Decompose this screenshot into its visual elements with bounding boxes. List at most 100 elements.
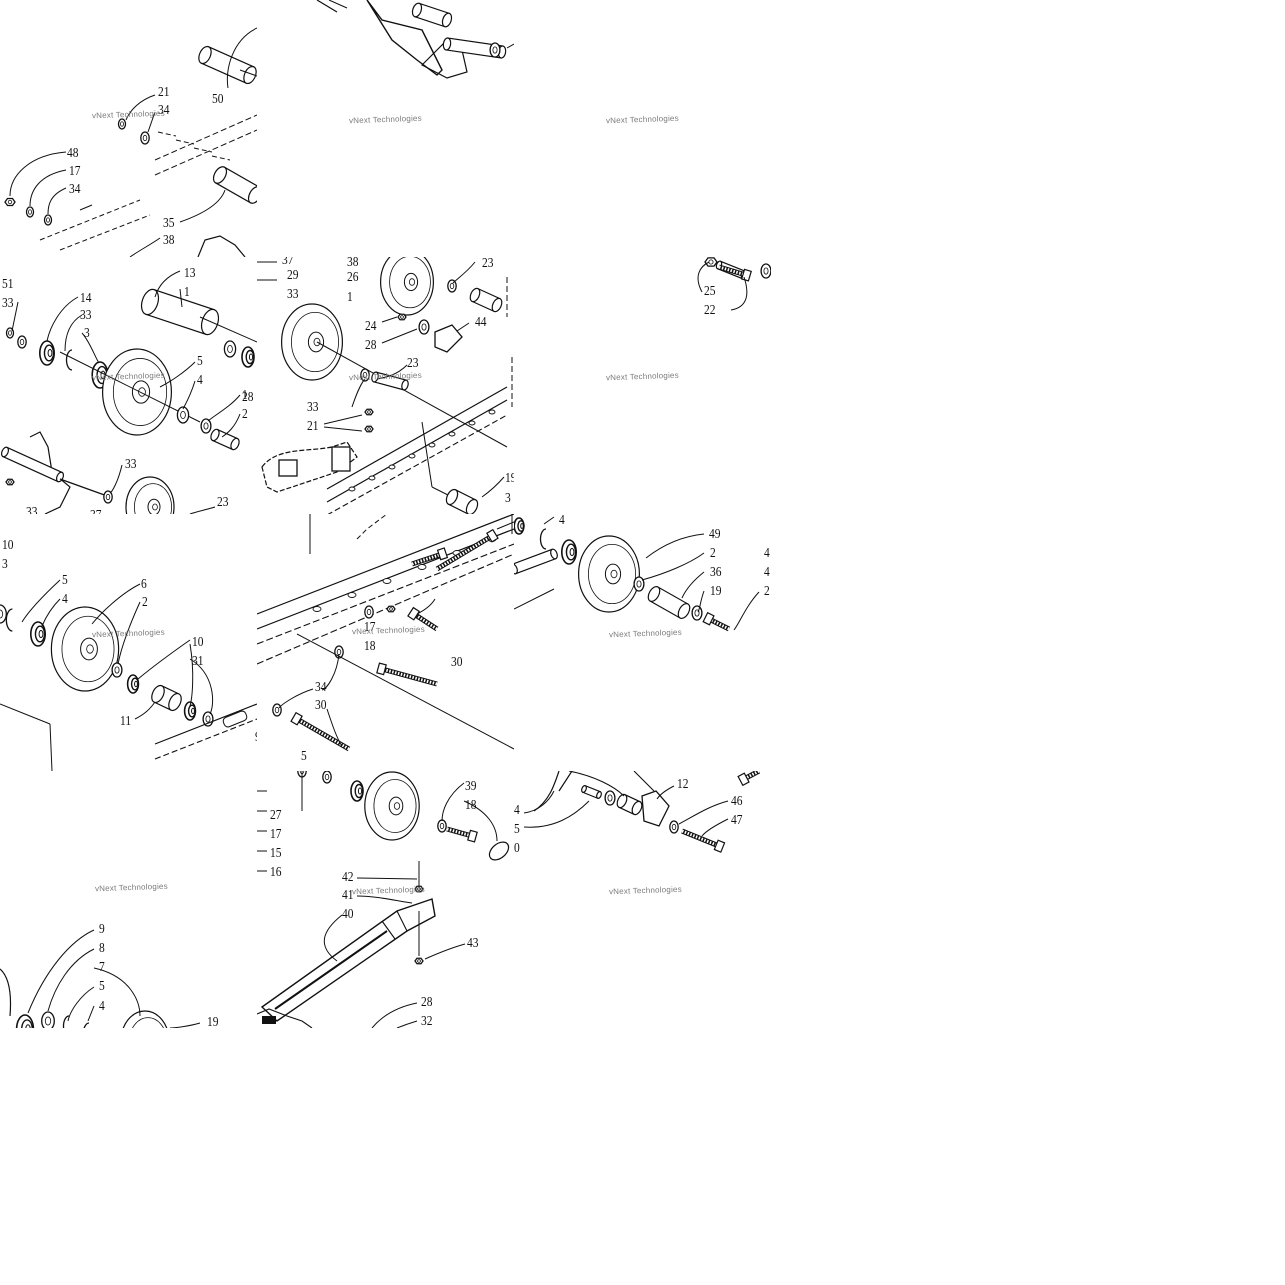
part-number-callout: 5 [62, 573, 68, 588]
exploded-view-drawing [316, 0, 514, 79]
diagram-tile-t01: vNext Technologies [257, 0, 514, 257]
part-number-callout: 6 [141, 577, 147, 592]
exploded-view-drawing [257, 257, 513, 514]
part-number-callout: 44 [475, 315, 487, 330]
exploded-view-drawing [514, 516, 760, 632]
part-number-callout: 18 [364, 639, 376, 654]
part-number-callout: 16 [270, 865, 282, 880]
part-number-callout: 1 [184, 285, 190, 300]
part-number-callout: 37 [282, 257, 294, 268]
part-number-callout: 27 [270, 808, 282, 823]
part-number-callout: 2 [142, 595, 148, 610]
part-number-callout: 18 [465, 798, 477, 813]
part-number-callout: 14 [80, 291, 92, 306]
part-number-callout: 24 [365, 319, 377, 334]
part-number-callout: 33 [287, 287, 299, 302]
part-number-callout: 8 [99, 941, 105, 956]
part-number-callout: 29 [287, 268, 299, 283]
exploded-view-drawing [257, 514, 514, 752]
exploded-view-drawing [4, 27, 257, 257]
part-number-callout: 1 [347, 290, 353, 305]
part-number-callout: 21 [307, 419, 319, 434]
part-number-callout: 10 [192, 635, 204, 650]
part-number-callout: 7 [99, 960, 105, 975]
part-number-callout: 23 [407, 356, 419, 371]
diagram-tile-t20: 10356421031119vNext Technologies [0, 514, 257, 771]
diagram-tile-t10: 51331413133354123323333728vNext Technolo… [0, 257, 257, 514]
part-number-callout: 4 [559, 514, 565, 528]
part-number-callout: 39 [465, 779, 477, 794]
part-number-callout: 3 [2, 557, 8, 572]
part-number-callout: 4 [99, 999, 105, 1014]
part-number-callout: 50 [212, 92, 224, 107]
exploded-view-drawing [0, 270, 257, 514]
part-number-callout: 38 [163, 233, 175, 248]
part-number-callout: 28 [365, 338, 377, 353]
part-number-callout: 38 [347, 257, 359, 270]
part-number-callout: 32 [421, 1014, 433, 1029]
part-number-callout: 3 [84, 326, 90, 341]
part-number-callout: 15 [270, 846, 282, 861]
part-number-callout: 28 [242, 390, 254, 405]
exploded-view-drawing [257, 771, 510, 1028]
part-number-callout: 22 [704, 303, 716, 318]
part-number-callout: 2 [764, 584, 770, 599]
diagram-tile-t02: vNext Technologies [514, 0, 771, 257]
exploded-view-drawing [514, 0, 771, 257]
part-number-callout: 2 [242, 407, 248, 422]
part-number-callout: 30 [451, 655, 463, 670]
part-number-callout: 12 [677, 777, 689, 792]
part-number-callout: 33 [80, 308, 92, 323]
part-number-callout: 35 [163, 216, 175, 231]
exploded-view-drawing [0, 929, 201, 1028]
part-number-callout: 26 [347, 270, 359, 285]
part-number-callout: 40 [342, 907, 354, 922]
part-number-callout: 43 [467, 936, 479, 951]
part-number-callout: 33 [2, 296, 14, 311]
part-number-callout: 28 [421, 995, 433, 1010]
part-number-callout: 23 [482, 257, 494, 271]
exploded-view-drawing [0, 579, 257, 771]
exploded-view-drawing [697, 257, 771, 311]
part-number-callout: 25 [704, 284, 716, 299]
part-number-callout: 49 [709, 527, 721, 542]
part-number-callout: 48 [67, 146, 79, 161]
part-number-callout: 33 [307, 400, 319, 415]
part-number-callout: 4 [197, 373, 203, 388]
part-number-callout: 47 [731, 813, 743, 828]
part-number-callout: 19 [207, 1015, 219, 1029]
part-number-callout: 34 [69, 182, 81, 197]
part-number-callout: 41 [342, 888, 354, 903]
part-number-callout: 19 [710, 584, 722, 599]
part-number-callout: 21 [158, 85, 170, 100]
part-number-callout: 2 [710, 546, 716, 561]
part-number-callout: 1 [242, 388, 248, 403]
part-number-callout: 19 [505, 471, 514, 486]
part-number-callout: 36 [710, 565, 722, 580]
part-number-callout: 17 [270, 827, 282, 842]
diagram-tile-t11: 3738292623331244428233321193vNext Techno… [257, 257, 514, 514]
part-number-callout: 4 [62, 592, 68, 607]
part-number-callout: 5 [197, 354, 203, 369]
part-number-callout: 11 [120, 714, 132, 729]
part-number-callout: 23 [217, 495, 229, 510]
part-number-callout: 5 [514, 822, 520, 837]
part-number-callout: 17 [364, 620, 376, 635]
part-number-callout: 33 [26, 505, 38, 515]
part-number-callout: 42 [342, 870, 354, 885]
part-number-callout: 17 [69, 164, 81, 179]
part-number-callout: 4 [764, 565, 770, 580]
part-number-callout: 3 [505, 491, 511, 506]
part-number-callout: 4 [514, 803, 520, 818]
part-number-callout: 51 [2, 277, 14, 292]
part-number-callout: 31 [192, 654, 204, 669]
part-number-callout: 34 [158, 103, 170, 118]
